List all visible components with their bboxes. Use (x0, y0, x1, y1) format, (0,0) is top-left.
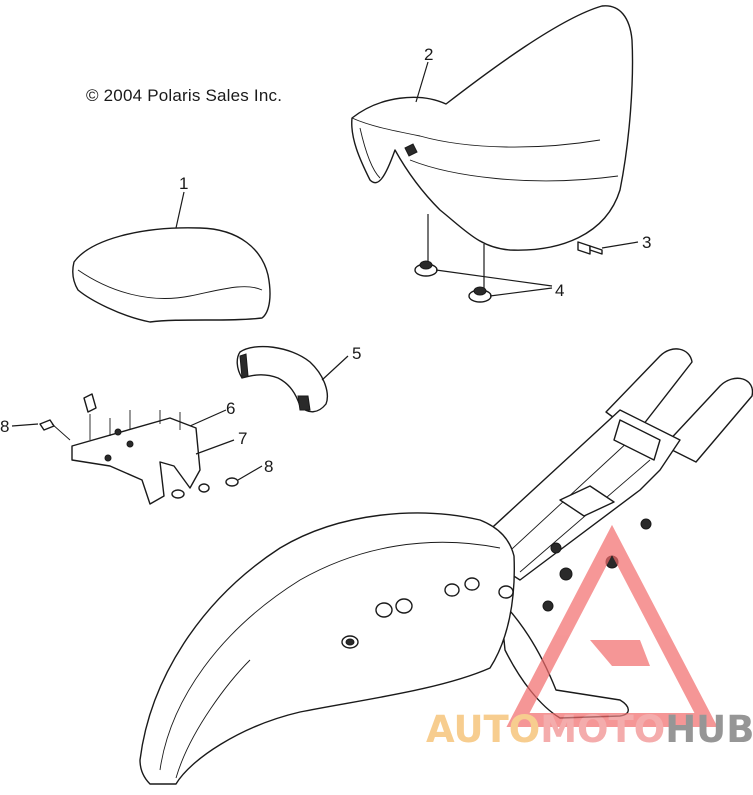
rear-fender (139, 512, 515, 785)
bolt-left (39, 419, 71, 441)
watermark-triangle-icon (506, 524, 718, 727)
rider-seat (351, 5, 634, 251)
callout-4: 4 (555, 281, 564, 300)
watermark-text-hub: HUB (665, 708, 753, 751)
copyright-text: © 2004 Polaris Sales Inc. (86, 86, 283, 105)
callout-7: 7 (238, 429, 247, 448)
callout-3: 3 (642, 233, 651, 252)
watermark: AUTOMOTOHUB (426, 524, 753, 751)
watermark-text-moto: MOTO (540, 708, 665, 751)
callout-8-right: 8 (264, 457, 273, 476)
callout-2: 2 (424, 45, 433, 64)
callout-5: 5 (352, 344, 361, 363)
callout-1: 1 (179, 174, 188, 193)
passenger-seat (72, 227, 271, 323)
seat-screw (577, 241, 603, 255)
watermark-text-auto: AUTO (426, 708, 540, 751)
backrest-pad (236, 345, 328, 413)
svg-text:AUTOMOTOHUB: AUTOMOTOHUB (426, 708, 753, 751)
grommet-right (468, 286, 492, 303)
callout-numbers: 1 2 3 4 5 6 7 8 8 (0, 45, 651, 476)
leader-lines (11, 61, 639, 481)
watermark-inner-mark-icon (590, 640, 650, 666)
callout-6: 6 (226, 399, 235, 418)
grommet-left (414, 260, 438, 277)
seat-bracket (71, 393, 201, 505)
callout-8-left: 8 (0, 417, 9, 436)
nut-bracket (171, 483, 210, 499)
bolt-right (225, 477, 239, 487)
